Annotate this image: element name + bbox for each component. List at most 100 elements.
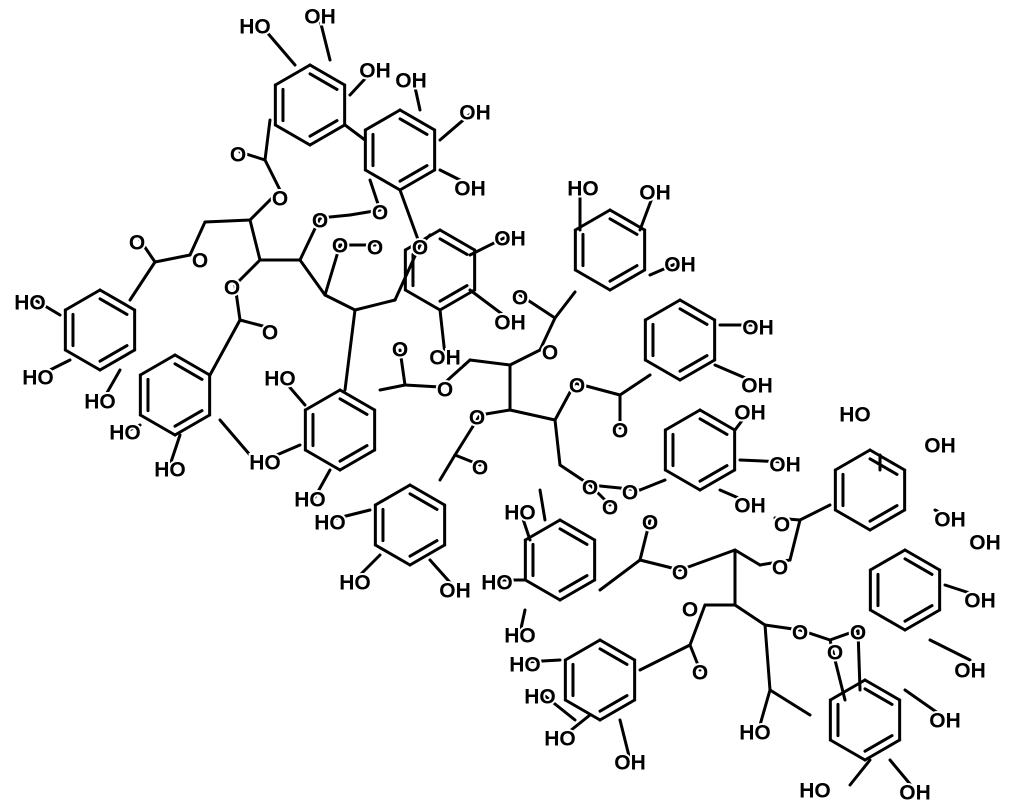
ring-bond <box>608 208 647 232</box>
atom-label: OH <box>614 752 646 775</box>
bond <box>411 76 422 112</box>
bond <box>738 458 787 464</box>
double-bond <box>338 397 369 416</box>
ring-bond <box>523 578 562 602</box>
atom-label: O <box>437 379 453 402</box>
bond <box>123 423 142 434</box>
bond <box>313 468 332 499</box>
double-bond <box>308 72 339 91</box>
ring-bond <box>338 448 377 472</box>
atom-label: HO <box>544 728 576 751</box>
double-bond <box>863 734 894 753</box>
double-bond <box>698 417 729 436</box>
bond <box>153 253 192 264</box>
bond <box>758 688 772 727</box>
bond <box>518 608 527 635</box>
bond <box>573 381 622 397</box>
ring-bond <box>303 448 342 472</box>
ring-bond <box>643 298 682 322</box>
bond <box>348 208 382 217</box>
ring-bond <box>303 388 342 412</box>
atom-label: O <box>272 188 288 211</box>
ring-bond <box>698 468 737 492</box>
atom-label: HO <box>22 367 54 390</box>
bond <box>263 158 282 192</box>
bond <box>353 298 397 312</box>
atom-label: OH <box>459 102 491 125</box>
ring-bond <box>373 543 412 567</box>
atom-label: O <box>672 562 688 585</box>
bond <box>733 603 767 627</box>
bond <box>903 688 947 720</box>
double-bond <box>863 687 894 706</box>
ring-bond <box>173 413 212 437</box>
double-bond <box>408 492 439 511</box>
double-bond <box>608 217 639 236</box>
atom-label: OH <box>395 70 427 93</box>
bond <box>638 643 692 672</box>
bond <box>468 233 512 257</box>
atom-label: OH <box>734 495 766 518</box>
bond <box>438 108 477 142</box>
ring-bond <box>273 123 312 147</box>
atom-label: O <box>469 407 485 430</box>
bond <box>468 288 512 322</box>
bond <box>768 688 812 717</box>
double-bond <box>558 574 589 593</box>
atom-label: OH <box>639 182 671 205</box>
ring-bond <box>558 578 597 602</box>
bond <box>518 293 557 320</box>
bond <box>398 348 407 387</box>
bond <box>798 503 832 522</box>
bond <box>563 713 592 737</box>
atom-label: OH <box>934 509 966 532</box>
atom-label: O <box>472 457 488 480</box>
bond <box>188 220 207 257</box>
ring-bond <box>408 543 447 567</box>
double-bond <box>868 457 899 476</box>
bond <box>378 383 407 392</box>
atom-label: OH <box>742 317 774 340</box>
atom-label: HO <box>739 722 771 745</box>
atom-label: HO <box>294 489 326 512</box>
double-bond <box>598 694 629 713</box>
ring-bond <box>173 353 212 377</box>
double-bond <box>398 164 429 183</box>
bond <box>678 548 737 572</box>
bond <box>733 408 752 432</box>
bond <box>538 316 557 352</box>
ring-bond <box>643 358 682 382</box>
bond <box>368 178 382 212</box>
bond <box>318 213 352 220</box>
atom-label: O <box>850 622 866 645</box>
bond <box>518 508 532 542</box>
atom-label: OH <box>769 454 801 477</box>
ring-bond <box>98 288 137 312</box>
atom-label: OH <box>664 254 696 277</box>
double-bond <box>903 557 934 576</box>
atom-label: O <box>774 514 790 537</box>
bond <box>428 558 457 590</box>
atom-label: OH <box>439 580 471 603</box>
bond <box>618 373 652 397</box>
ring-bond <box>678 298 717 322</box>
ring-bond <box>828 738 867 762</box>
bond <box>788 518 802 562</box>
atom-label: O <box>642 512 658 535</box>
ring-bond <box>698 408 737 432</box>
atom-label: OH <box>969 532 1001 555</box>
atom-label: O <box>230 144 246 167</box>
ring-bond <box>663 468 702 492</box>
atom-label: OH <box>429 347 461 370</box>
atom-label: HO <box>154 459 186 482</box>
double-bond <box>598 647 629 666</box>
bond <box>343 123 367 142</box>
bond <box>468 358 512 367</box>
bond <box>298 216 322 262</box>
bond <box>553 381 577 422</box>
bond <box>233 258 262 287</box>
bond <box>848 758 872 787</box>
bond <box>393 243 422 302</box>
ring-bond <box>373 483 412 507</box>
ring-bond <box>598 638 637 662</box>
